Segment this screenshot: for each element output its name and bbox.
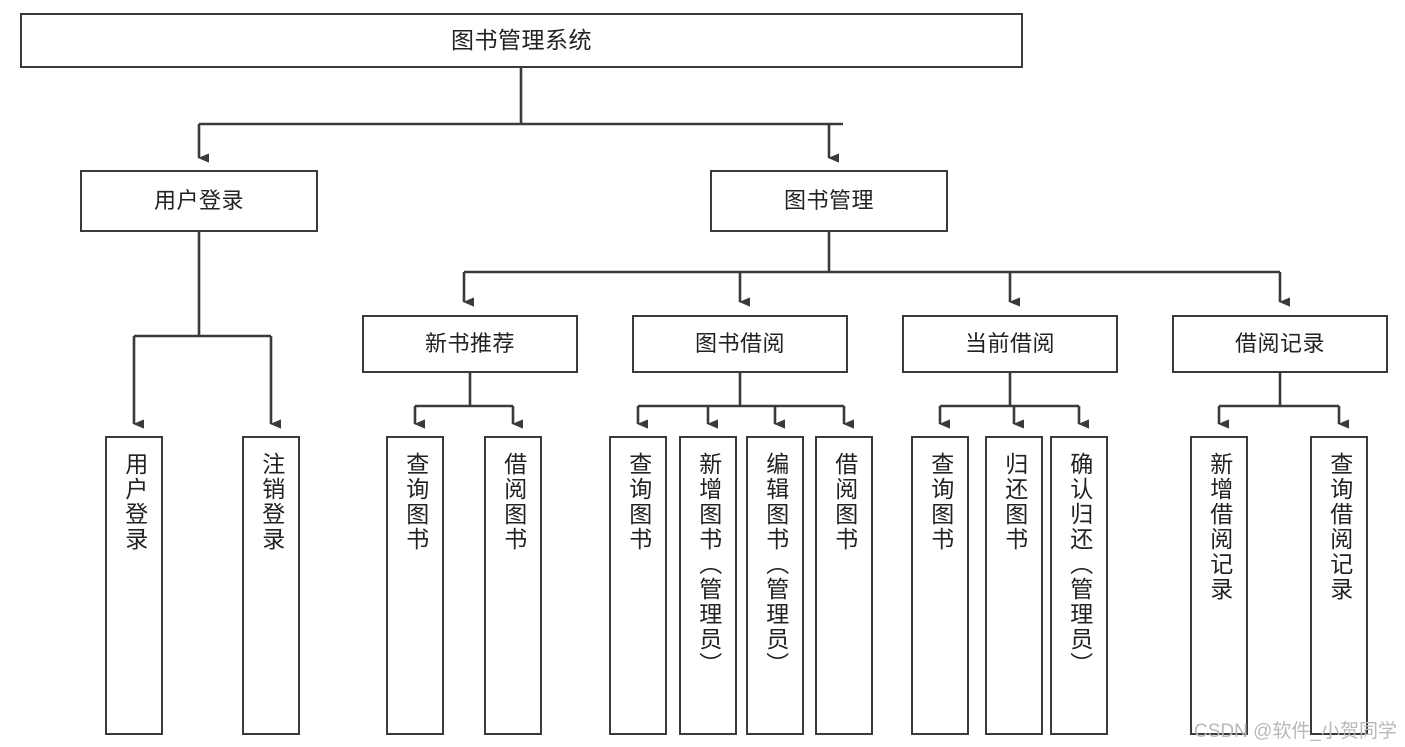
node-book-borrow-label: 图书借阅	[694, 330, 785, 356]
leaf-newbook-query-book-label: 查询图书	[402, 452, 429, 552]
leaf-borrow-query-book-label: 查询图书	[625, 452, 652, 552]
node-current-borrow[interactable]: 当前借阅	[902, 315, 1118, 373]
leaf-current-query-book[interactable]: 查询图书	[911, 436, 969, 735]
leaf-current-return-book[interactable]: 归还图书	[985, 436, 1043, 735]
leaf-newbook-borrow-book[interactable]: 借阅图书	[484, 436, 542, 735]
node-user-login[interactable]: 用户登录	[80, 170, 318, 232]
leaf-user-logout[interactable]: 注销登录	[242, 436, 300, 735]
leaf-records-query-record[interactable]: 查询借阅记录	[1310, 436, 1368, 735]
leaf-borrow-add-book-label: 新增图书（管理员）	[695, 452, 722, 677]
leaf-borrow-edit-book[interactable]: 编辑图书（管理员）	[746, 436, 804, 735]
leaf-records-add-record-label: 新增借阅记录	[1206, 452, 1233, 602]
leaf-user-login-label: 用户登录	[121, 452, 148, 552]
node-book-borrow[interactable]: 图书借阅	[632, 315, 848, 373]
leaf-newbook-query-book[interactable]: 查询图书	[386, 436, 444, 735]
leaf-current-return-book-label: 归还图书	[1001, 452, 1028, 552]
node-user-login-label: 用户登录	[153, 187, 244, 213]
leaf-records-query-record-label: 查询借阅记录	[1326, 452, 1353, 602]
leaf-current-confirm-return[interactable]: 确认归还（管理员）	[1050, 436, 1108, 735]
node-borrow-records[interactable]: 借阅记录	[1172, 315, 1388, 373]
leaf-borrow-lend-book[interactable]: 借阅图书	[815, 436, 873, 735]
leaf-user-logout-label: 注销登录	[258, 452, 285, 552]
leaf-current-confirm-return-label: 确认归还（管理员）	[1066, 452, 1093, 677]
leaf-user-login[interactable]: 用户登录	[105, 436, 163, 735]
node-new-book-recommend-label: 新书推荐	[424, 330, 515, 356]
node-borrow-records-label: 借阅记录	[1234, 330, 1325, 356]
node-book-management[interactable]: 图书管理	[710, 170, 948, 232]
leaf-newbook-borrow-book-label: 借阅图书	[500, 452, 527, 552]
node-book-management-label: 图书管理	[783, 187, 874, 213]
node-root-label: 图书管理系统	[451, 26, 592, 53]
leaf-borrow-edit-book-label: 编辑图书（管理员）	[762, 452, 789, 677]
node-new-book-recommend[interactable]: 新书推荐	[362, 315, 578, 373]
node-root[interactable]: 图书管理系统	[20, 13, 1023, 68]
leaf-borrow-lend-book-label: 借阅图书	[831, 452, 858, 552]
leaf-borrow-add-book[interactable]: 新增图书（管理员）	[679, 436, 737, 735]
watermark-text: CSDN @软件_小贺同学	[1194, 721, 1397, 742]
node-current-borrow-label: 当前借阅	[964, 330, 1055, 356]
leaf-current-query-book-label: 查询图书	[927, 452, 954, 552]
leaf-records-add-record[interactable]: 新增借阅记录	[1190, 436, 1248, 735]
leaf-borrow-query-book[interactable]: 查询图书	[609, 436, 667, 735]
